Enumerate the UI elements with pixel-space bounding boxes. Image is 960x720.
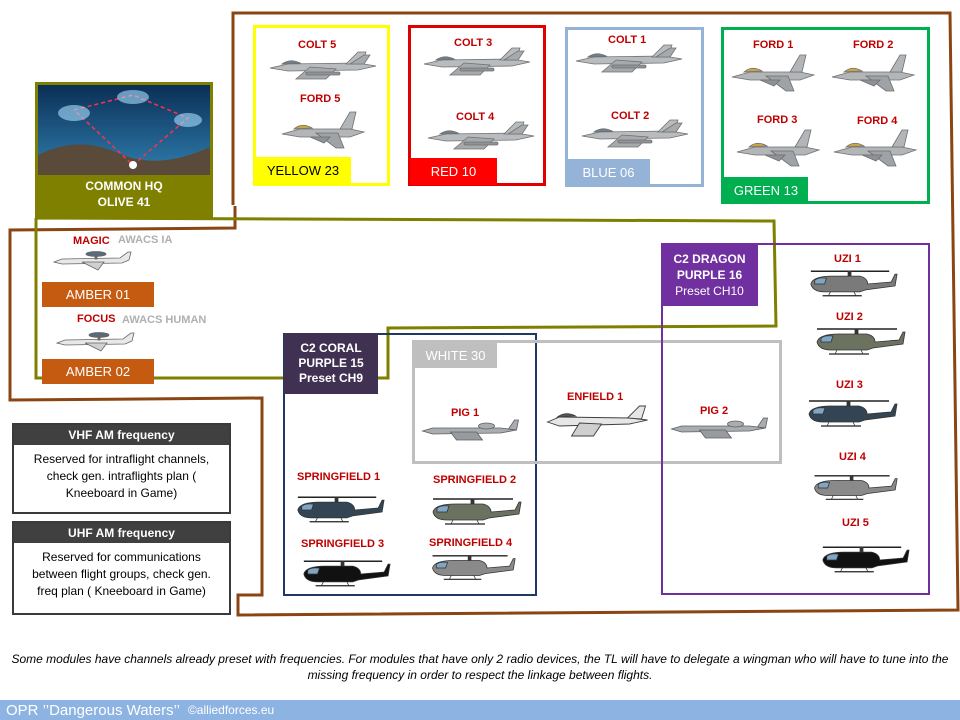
helicopter-icon [303, 560, 391, 587]
group-white [412, 340, 782, 464]
vhf-title: VHF AM frequency [14, 425, 229, 445]
helicopter-icon [432, 555, 516, 580]
uhf-text: Reserved for communications between flig… [32, 550, 211, 598]
helicopter-icon [808, 400, 898, 427]
flight-ford2: FORD 2 [853, 39, 894, 51]
common-hq-block: COMMON HQ OLIVE 41 [35, 82, 213, 218]
radar-network-icon [38, 85, 210, 175]
group-green [721, 27, 930, 204]
f16-icon [281, 111, 366, 149]
footer-copyright: ©alliedforces.eu [187, 703, 275, 717]
helicopter-icon [810, 270, 898, 297]
helicopter-icon [822, 546, 910, 573]
fa18-icon [423, 47, 531, 76]
tag-white: WHITE 30 [414, 342, 497, 368]
tag-amber-01: AMBER 01 [42, 282, 154, 307]
tag-red: RED 10 [410, 158, 497, 185]
fa18-icon [427, 121, 535, 150]
tag-blue: BLUE 06 [567, 159, 650, 186]
fa18-icon [581, 119, 689, 148]
flight-uzi3: UZI 3 [836, 379, 863, 391]
fa18-icon [575, 44, 683, 73]
tag-yellow: YELLOW 23 [255, 157, 351, 184]
c2-coral-title: C2 CORAL [300, 341, 362, 355]
footer-title: OPR ’’Dangerous Waters’’ [6, 701, 180, 719]
group-dragon [661, 243, 930, 595]
a10-icon [670, 417, 768, 439]
f16-icon [833, 129, 918, 167]
flight-uzi5: UZI 5 [842, 517, 869, 529]
c2-dragon-net: PURPLE 16 [676, 267, 743, 282]
awacs-focus-role: AWACS HUMAN [122, 314, 207, 326]
flight-ford4: FORD 4 [857, 115, 898, 127]
a10-icon [421, 419, 519, 441]
flight-uzi1: UZI 1 [834, 253, 861, 265]
flight-springfield2: SPRINGFIELD 2 [433, 474, 517, 486]
flight-springfield3: SPRINGFIELD 3 [301, 538, 385, 550]
flight-colt3: COLT 3 [454, 37, 493, 49]
flight-pig2: PIG 2 [700, 405, 729, 417]
tag-amber-02: AMBER 02 [42, 359, 154, 384]
c2-dragon-label: C2 DRAGON PURPLE 16 Preset CH10 [661, 243, 758, 306]
c2-coral-preset: Preset CH9 [298, 371, 364, 385]
flight-colt1: COLT 1 [608, 34, 647, 46]
flight-enfield1: ENFIELD 1 [567, 391, 624, 403]
f16-icon [831, 54, 916, 92]
c2-dragon-title: C2 DRAGON [673, 251, 746, 266]
flight-colt5: COLT 5 [298, 39, 337, 51]
uhf-title: UHF AM frequency [14, 523, 229, 543]
awacs-icon [55, 332, 135, 352]
flight-uzi4: UZI 4 [839, 451, 866, 463]
c2-coral-label: C2 CORAL PURPLE 15 Preset CH9 [284, 333, 378, 394]
awacs-icon [52, 251, 132, 271]
flight-uzi2: UZI 2 [836, 311, 863, 323]
flight-ford1: FORD 1 [753, 39, 794, 51]
helicopter-icon [432, 498, 522, 525]
awacs-magic-role: AWACS IA [118, 234, 173, 246]
flight-ford3: FORD 3 [757, 114, 798, 126]
helicopter-icon [297, 496, 385, 523]
f16-icon [731, 54, 816, 92]
flight-ford5: FORD 5 [300, 93, 341, 105]
c2-dragon-preset: Preset CH10 [675, 283, 744, 298]
footnote: Some modules have channels already prese… [11, 652, 949, 682]
footer-bar: OPR ’’Dangerous Waters’’ ©alliedforces.e… [0, 700, 960, 720]
hq-title: COMMON HQ [85, 179, 163, 193]
flight-springfield4: SPRINGFIELD 4 [429, 537, 513, 549]
flight-springfield1: SPRINGFIELD 1 [297, 471, 381, 483]
group-yellow [253, 25, 390, 186]
uhf-frequency-box: UHF AM frequency Reserved for communicat… [12, 521, 231, 615]
flight-colt4: COLT 4 [456, 111, 495, 123]
awacs-focus-callsign: FOCUS [77, 313, 116, 325]
f16-icon [736, 129, 821, 167]
flight-colt2: COLT 2 [611, 110, 650, 122]
c2-coral-net: PURPLE 15 [298, 356, 364, 370]
group-coral [283, 333, 537, 596]
hq-net: OLIVE 41 [97, 195, 151, 209]
helicopter-icon [814, 475, 898, 500]
fa18-icon [269, 51, 377, 80]
flight-pig1: PIG 1 [451, 407, 480, 419]
awacs-magic-callsign: MAGIC [73, 235, 110, 247]
vhf-frequency-box: VHF AM frequency Reserved for intrafligh… [12, 423, 231, 514]
harrier-icon [546, 405, 648, 437]
helicopter-icon [816, 328, 906, 355]
vhf-text: Reserved for intraflight channels, check… [33, 452, 210, 500]
tag-green: GREEN 13 [724, 177, 808, 203]
